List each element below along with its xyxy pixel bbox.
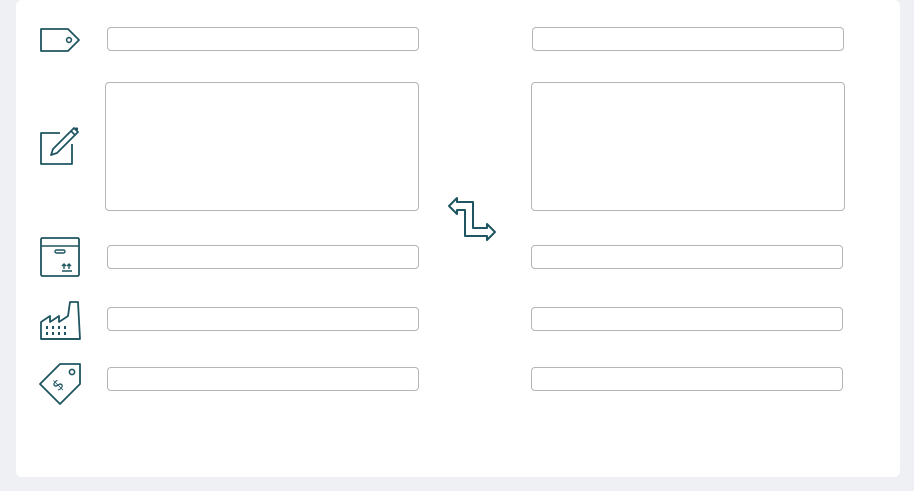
description-field-right[interactable]: [531, 82, 845, 211]
manufacturer-field-left[interactable]: [107, 307, 419, 331]
package-icon: [40, 237, 80, 277]
svg-text:$: $: [48, 375, 67, 394]
manufacturer-field-right[interactable]: [531, 307, 843, 331]
name-field-right[interactable]: [532, 27, 844, 51]
package-field-right[interactable]: [531, 245, 843, 269]
factory-icon: [40, 301, 81, 340]
price-field-right[interactable]: [531, 367, 843, 391]
package-field-left[interactable]: [107, 245, 419, 269]
price-tag-icon: $: [39, 363, 81, 405]
name-field-left[interactable]: [107, 27, 419, 51]
form-card: [16, 0, 900, 477]
price-field-left[interactable]: [107, 367, 419, 391]
description-field-left[interactable]: [105, 82, 419, 211]
edit-icon: [40, 127, 79, 165]
swap-arrows-icon[interactable]: [447, 194, 497, 242]
tag-icon: [40, 28, 80, 52]
